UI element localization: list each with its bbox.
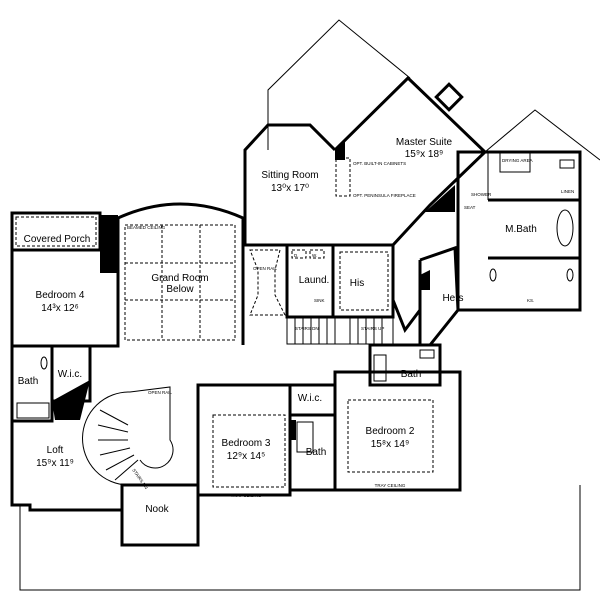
tub	[556, 209, 574, 247]
master-suite-size: 15⁹x 18⁹	[405, 149, 444, 160]
bath-left-label: Bath	[18, 376, 39, 387]
bedroom-3-tray-ceiling	[212, 414, 286, 488]
toilet	[559, 159, 575, 169]
spiral-treads	[97, 409, 139, 481]
wic-left-label: W.i.c.	[58, 369, 82, 380]
covered-porch-label: Covered Porch	[24, 234, 91, 245]
sitting-room-label: Sitting Room	[261, 170, 318, 181]
grand-room-label: Grand Room	[151, 273, 208, 284]
shower-wall-block	[425, 185, 455, 212]
bath-mid-block	[290, 420, 296, 440]
his-shelves	[339, 251, 389, 311]
chimney	[434, 82, 464, 112]
dryer-note: D.	[294, 253, 299, 258]
washer-note: W.	[312, 253, 317, 258]
m-bath-label: M.Bath	[505, 224, 537, 235]
sink-right	[566, 268, 574, 282]
sink-bath-left	[40, 356, 48, 370]
opt-cabinets	[335, 157, 351, 197]
stair-treads	[294, 318, 383, 344]
bath-right-label: Bath	[401, 369, 422, 380]
seat-note: SEAT	[464, 205, 476, 210]
tray-ceiling-2-note: TRAY CEILING	[375, 483, 406, 488]
open-rail-1[interactable]	[249, 249, 286, 316]
bathtub-left	[16, 402, 50, 419]
drying-area	[499, 151, 531, 173]
bedroom-2-walls	[333, 370, 462, 492]
hers-closet-walls	[418, 245, 460, 347]
his-label: His	[350, 278, 364, 289]
beamed-ceiling-grid	[124, 224, 236, 341]
bedroom-2-tray-ceiling	[347, 399, 434, 473]
bathtub-right	[373, 354, 387, 382]
dryer	[291, 249, 307, 259]
sink-bath-right	[419, 349, 435, 359]
loft-size: 15⁹x 11⁹	[36, 458, 74, 469]
stairs-dn-note: STAIRS DN	[295, 326, 319, 331]
shower-note: SHOWER	[471, 192, 492, 197]
porch-rail	[15, 216, 97, 247]
bath-mid-label: Bath	[306, 447, 327, 458]
tray-ceiling-3-note: TRAY CEILING	[231, 493, 262, 498]
beamed-ceiling-note: BEAMED CEILING	[127, 225, 166, 230]
laundry-label: Laund.	[299, 275, 330, 286]
fireplace-block	[335, 140, 345, 160]
grand-room-note: Below	[166, 284, 194, 295]
wic-mid-label: W.i.c.	[298, 393, 322, 404]
sink-left	[489, 268, 497, 282]
open-rail-note-1: OPEN RAIL	[253, 266, 278, 271]
opt-fireplace-note: OPT. PENINSULA FIREPLACE	[353, 193, 416, 198]
bedroom-2-label: Bedroom 2	[366, 426, 415, 437]
nook-walls	[120, 483, 200, 547]
opt-cabinets-note: OPT. BUILT-IN CABINETS	[353, 161, 406, 166]
nook-label: Nook	[145, 504, 169, 515]
roof-outline-top	[267, 19, 411, 150]
roof-outline-bottom	[19, 485, 581, 591]
spiral-stairs-note: STAIRS DN	[131, 468, 149, 490]
sitting-room-size: 13⁰x 17⁰	[271, 183, 309, 194]
bedroom-2-size: 15⁸x 14⁹	[371, 439, 410, 450]
open-rail-note-2: OPEN RAIL	[148, 390, 173, 395]
grand-room-walls	[116, 202, 245, 345]
stairs[interactable]	[286, 317, 394, 345]
stairs-up-note: STAIRS UP	[361, 326, 384, 331]
bath-right-walls	[368, 343, 442, 387]
ks-note: KS.	[527, 298, 534, 303]
hers-wall-block	[420, 270, 430, 290]
sitting-room-walls	[243, 123, 393, 247]
sink-note: SINK	[314, 298, 325, 303]
linen-note: LINEN	[561, 189, 574, 194]
bedroom-4-size: 14³x 12⁶	[41, 303, 78, 314]
drying-area-note: DRYING AREA	[502, 158, 533, 163]
bathtub-mid	[296, 421, 314, 453]
bedroom-3-walls	[196, 383, 292, 545]
hall-wall	[391, 245, 422, 334]
roof-outline-right	[484, 109, 600, 161]
bedroom-3-size: 12⁹x 14⁵	[227, 451, 265, 462]
spiral-stairs[interactable]	[82, 386, 174, 486]
washer	[309, 249, 325, 259]
bedroom-4-label: Bedroom 4	[36, 290, 85, 301]
hers-label: Hers	[442, 293, 463, 304]
bedroom-3-label: Bedroom 3	[222, 438, 271, 449]
fireplace	[100, 215, 118, 273]
wic-wall-block	[52, 380, 90, 420]
loft-label: Loft	[47, 445, 64, 456]
master-suite-label: Master Suite	[396, 137, 453, 148]
